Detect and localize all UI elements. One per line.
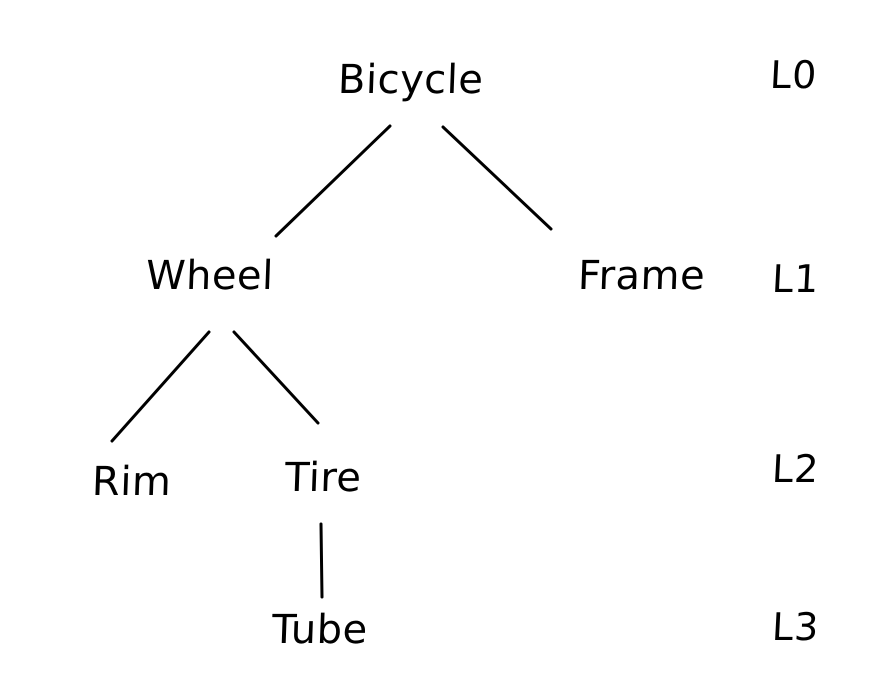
- node-rim[interactable]: Rim: [91, 459, 173, 505]
- edge-tire-tube: [319, 522, 324, 599]
- level-label-l0: L0: [768, 53, 819, 97]
- edge-bicycle-frame: [441, 125, 553, 231]
- level-label-l2: L2: [770, 447, 821, 491]
- level-label-l1: L1: [770, 257, 821, 301]
- node-tube[interactable]: Tube: [271, 607, 369, 653]
- node-bicycle[interactable]: Bicycle: [337, 57, 485, 103]
- edge-wheel-rim: [110, 330, 211, 443]
- node-frame[interactable]: Frame: [577, 253, 706, 299]
- node-tire[interactable]: Tire: [284, 455, 363, 501]
- level-label-l3: L3: [770, 605, 821, 649]
- edge-bicycle-wheel: [274, 124, 392, 238]
- node-wheel[interactable]: Wheel: [145, 253, 275, 299]
- edge-wheel-tire: [232, 330, 320, 425]
